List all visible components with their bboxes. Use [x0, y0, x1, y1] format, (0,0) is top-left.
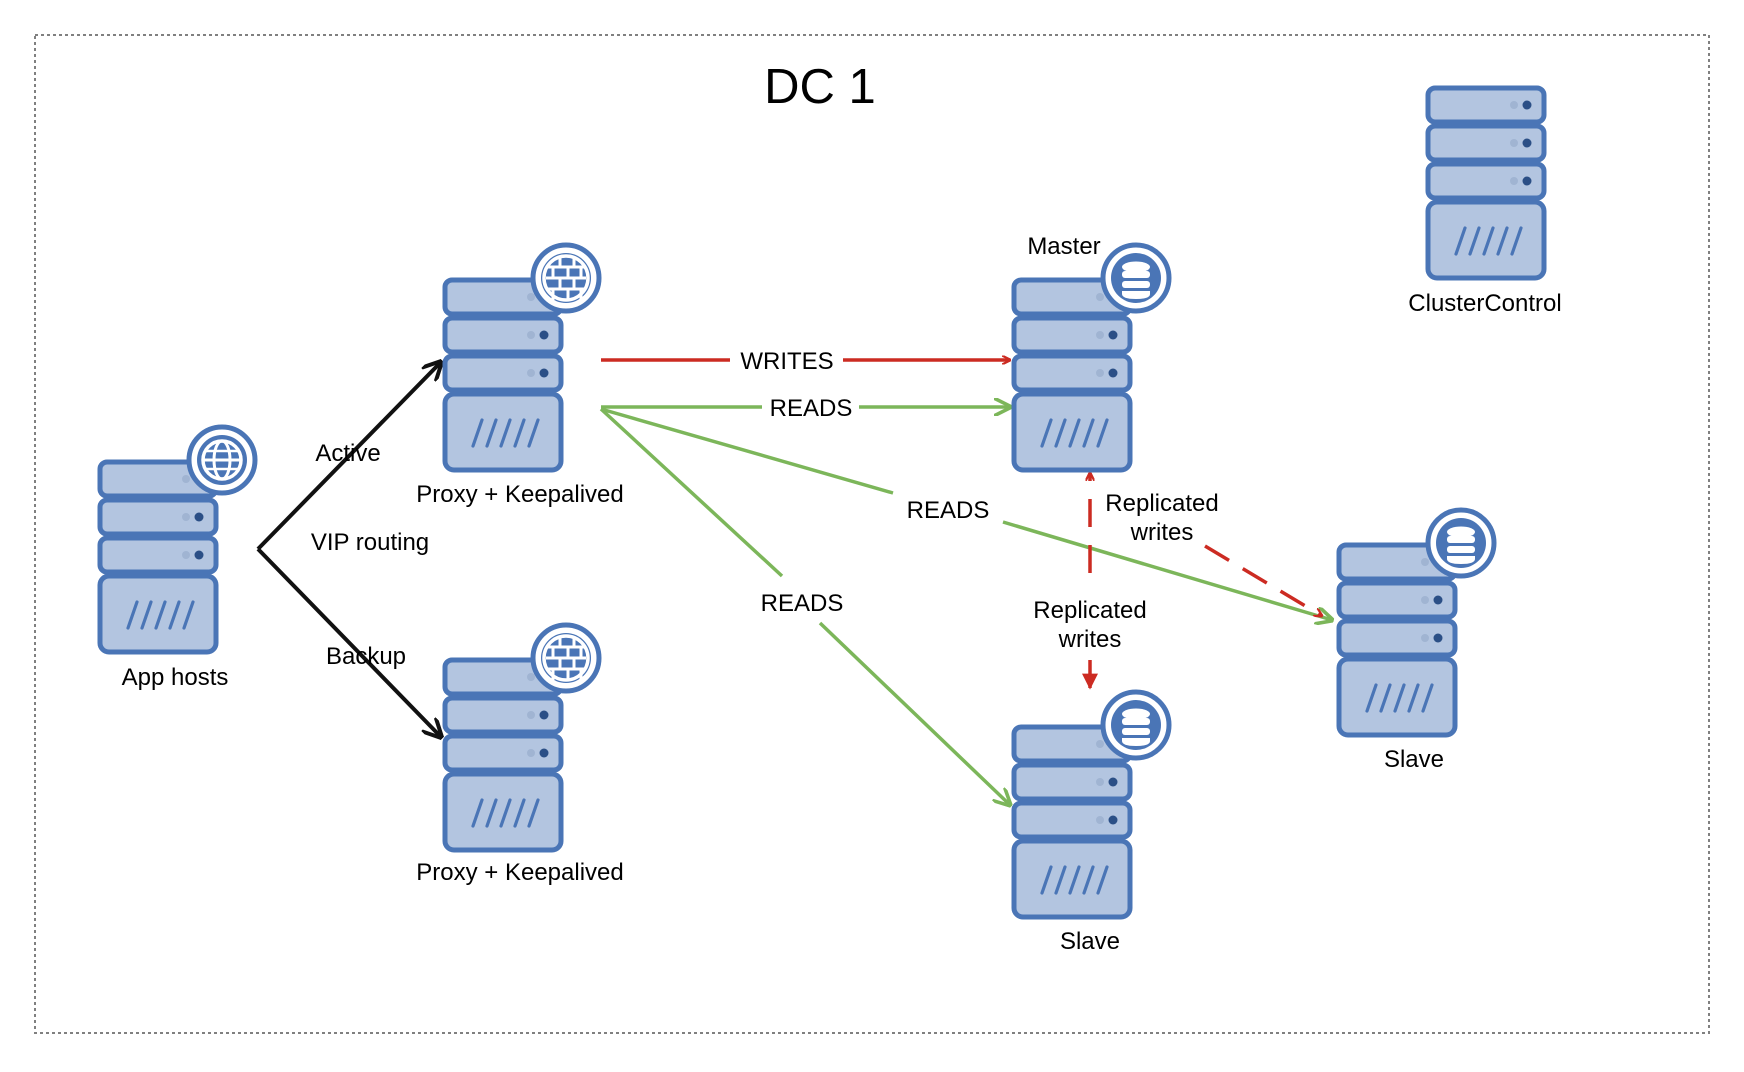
node-app-hosts: App hosts — [97, 424, 258, 691]
master-label: Master — [1027, 233, 1100, 260]
firewall-icon — [530, 622, 602, 694]
node-proxy-active: Proxy + Keepalived — [416, 242, 624, 508]
slave-right-label: Slave — [1384, 746, 1444, 773]
dc-boundary — [34, 34, 1710, 1034]
node-slave-bottom: Slave — [1011, 689, 1172, 955]
reads-slave-right-edge — [600, 407, 1332, 620]
database-icon — [1425, 507, 1497, 579]
reads-slave-bottom-label: READS — [761, 590, 844, 617]
node-slave-right: Slave — [1336, 507, 1497, 773]
active-label: Active — [315, 440, 380, 467]
node-master: Master — [1011, 233, 1172, 473]
server-icon — [1336, 542, 1458, 738]
replicated-right-label-line1: Replicated — [1105, 490, 1218, 517]
app-hosts-label: App hosts — [122, 664, 229, 691]
replicated-bottom-label-line2: writes — [1058, 626, 1122, 653]
server-icon — [442, 277, 564, 473]
server-icon — [1425, 85, 1547, 281]
backup-label: Backup — [326, 643, 406, 670]
globe-icon — [186, 424, 258, 496]
dc-title: DC 1 — [764, 60, 876, 114]
server-icon — [442, 657, 564, 853]
node-proxy-backup: Proxy + Keepalived — [416, 622, 624, 886]
reads-master-label: READS — [770, 395, 853, 422]
database-icon — [1100, 242, 1172, 314]
vip-routing-edges — [256, 362, 441, 737]
clustercontrol-label: ClusterControl — [1408, 290, 1561, 317]
replicated-right-label-line2: writes — [1130, 519, 1194, 546]
active-route-arrow — [256, 362, 441, 551]
replicated-writes-edges — [1082, 473, 1322, 690]
server-icon — [97, 459, 219, 655]
proxy-active-label: Proxy + Keepalived — [416, 481, 623, 508]
reads-slave-right-label: READS — [907, 497, 990, 524]
reads-slave-bottom-edge — [599, 407, 1010, 805]
backup-route-arrow — [256, 547, 441, 737]
node-clustercontrol: ClusterControl — [1408, 85, 1562, 317]
firewall-icon — [530, 242, 602, 314]
replicated-bottom-label-line1: Replicated — [1033, 597, 1146, 624]
server-icon — [1011, 277, 1133, 473]
proxy-backup-label: Proxy + Keepalived — [416, 859, 623, 886]
vip-routing-label: VIP routing — [311, 529, 429, 556]
server-icon — [1011, 724, 1133, 920]
database-icon — [1100, 689, 1172, 761]
writes-label: WRITES — [740, 348, 833, 375]
slave-bottom-label: Slave — [1060, 928, 1120, 955]
